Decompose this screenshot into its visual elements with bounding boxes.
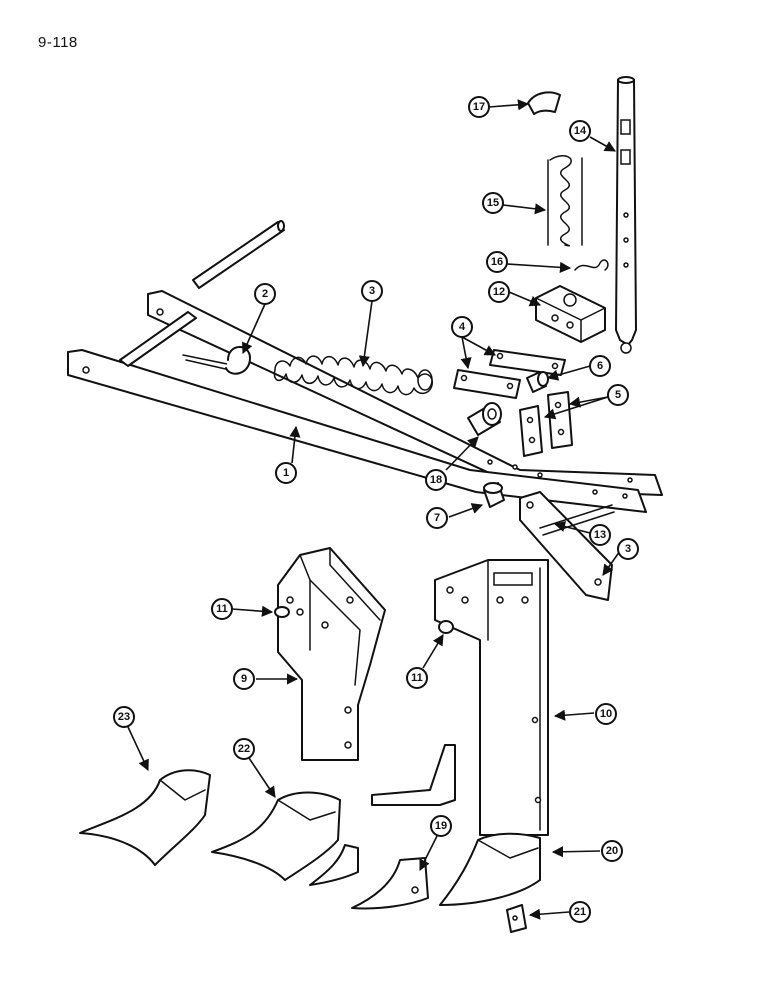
callout-label: 20 [606,845,618,857]
block-part [535,285,606,343]
bracket-part [519,391,573,457]
callout-label: 15 [487,197,499,209]
rod-part [192,220,285,289]
shovel-piece-part [371,744,456,806]
callout-label: 10 [600,708,612,720]
callout-16: 16 [486,251,508,273]
callout-label: 11 [411,672,423,684]
shank-bracket-part [277,547,386,761]
shovel-part [439,832,541,906]
callout-label: 11 [216,603,228,615]
callout-label: 12 [493,286,505,298]
clip-part [527,91,561,115]
callout-3: 3 [617,538,639,560]
callout-label: 14 [574,125,587,137]
compression-spring-part [547,155,583,247]
point-part [309,844,359,886]
spacer-part [467,402,502,436]
callout-13: 13 [589,524,611,546]
callout-label: 9 [241,673,247,685]
callout-9: 9 [233,668,255,690]
adjusting-rod-part [615,76,637,354]
callout-18: 18 [425,469,447,491]
hook-bolt-part [182,346,251,375]
callout-label: 7 [434,512,440,524]
callout-label: 13 [594,529,606,541]
callout-10: 10 [595,703,617,725]
callout-20: 20 [601,840,623,862]
bushing-part [526,371,549,393]
callout-label: 16 [491,256,503,268]
callout-17: 17 [468,96,490,118]
page-number: 9-118 [38,34,78,51]
callout-label: 3 [369,285,375,297]
callout-15: 15 [482,192,504,214]
plate-part [453,349,566,399]
callout-label: 6 [597,360,603,372]
callout-label: 5 [615,389,621,401]
spring-clip-part [574,259,609,271]
callout-7: 7 [426,507,448,529]
callout-label: 1 [283,467,289,479]
callout-5: 5 [607,384,629,406]
tension-spring-part [273,355,433,396]
small-plate-part [506,904,527,933]
callout-label: 17 [473,101,485,113]
callout-label: 4 [459,321,466,333]
callout-22: 22 [233,738,255,760]
pin-part [483,482,505,508]
callout-label: 2 [262,288,268,300]
callout-14: 14 [569,120,591,142]
callout-label: 18 [430,474,442,486]
sweep-part [79,769,211,866]
callout-6: 6 [589,355,611,377]
callout-label: 21 [574,906,586,918]
callout-19: 19 [430,815,452,837]
callout-4: 4 [451,316,473,338]
callout-3: 3 [361,280,383,302]
callout-21: 21 [569,901,591,923]
callout-23: 23 [113,706,135,728]
callout-11: 11 [406,667,428,689]
callout-2: 2 [254,283,276,305]
callout-11: 11 [211,598,233,620]
callout-label: 22 [238,743,250,755]
main-frame-part [67,290,663,513]
sweep-part [211,791,341,881]
callout-1: 1 [275,462,297,484]
callout-12: 12 [488,281,510,303]
point-part [351,857,429,910]
callout-label: 23 [118,711,130,723]
callout-label: 3 [625,543,631,555]
leader-lines [127,99,621,920]
callout-label: 19 [435,820,447,832]
nut-part [274,606,454,634]
